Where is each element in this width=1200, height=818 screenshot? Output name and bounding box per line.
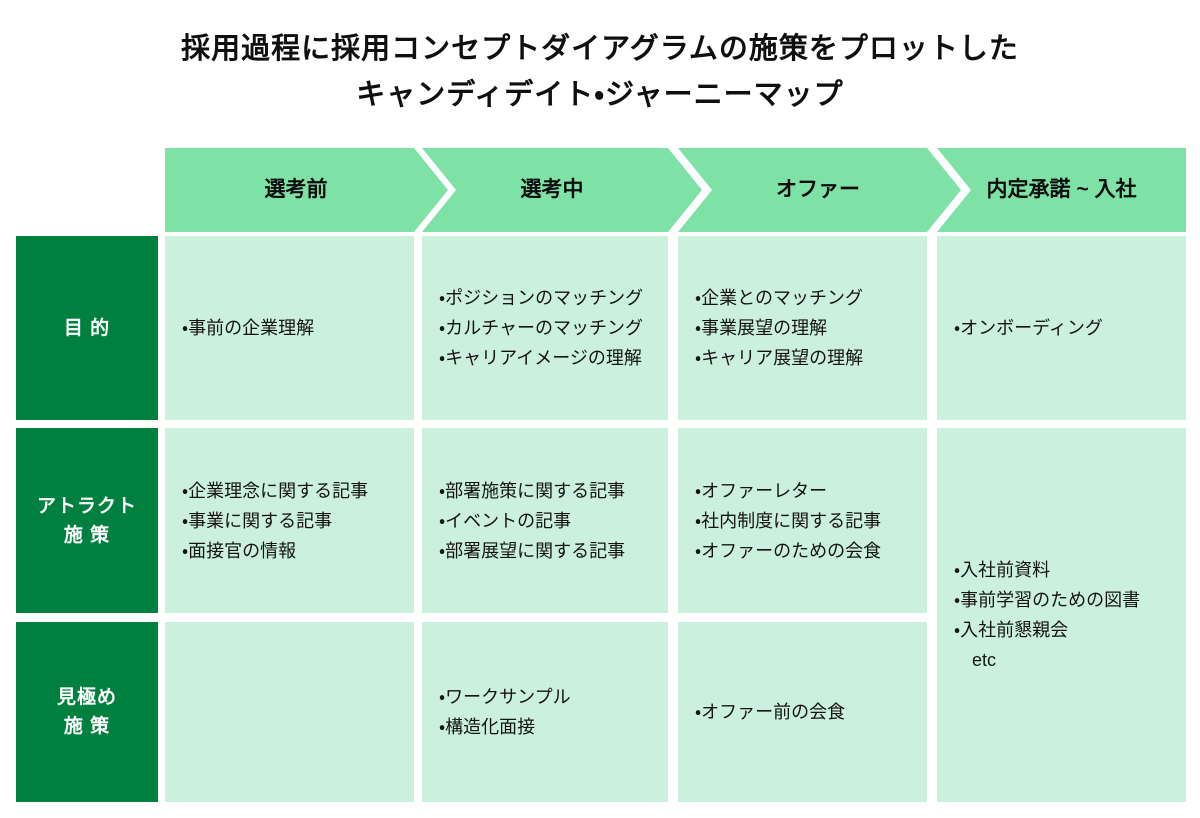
bullet-item: ・入社前懇親会 (954, 620, 1069, 640)
cell-assess-screening: ・ワークサンプル ・構造化面接 (422, 622, 668, 802)
bullet-item: ・オファー前の会食 (695, 702, 846, 722)
row-header-purpose-label: 目 的 (63, 317, 111, 339)
cell-joining-merged: ・入社前資料 ・事前学習のための図書 ・入社前懇親会 etc (937, 428, 1186, 802)
bullet-item: ・カルチャーのマッチング (439, 318, 643, 338)
cell-attract-pre-screening: ・企業理念に関する記事 ・事業に関する記事 ・面接官の情報 (165, 428, 414, 613)
bullet-item: ・企業とのマッチング (695, 288, 863, 308)
bullet-item: ・ワークサンプル (439, 687, 571, 707)
stage-arrows (165, 148, 1186, 232)
bullet-item: ・イベントの記事 (439, 510, 572, 531)
row-header-purpose: 目 的 (16, 236, 158, 420)
bullet-item: ・構造化面接 (439, 717, 536, 737)
bullet-item: ・事業に関する記事 (182, 510, 333, 531)
bullet-item: ・社内制度に関する記事 (695, 510, 882, 531)
row-header-assess-line1: 見極め (56, 687, 117, 708)
stage-label-acceptance-to-joining: 内定承諾 ~ 入社 (986, 178, 1137, 201)
stage-arrow-2 (422, 148, 702, 232)
bullet-item: ・事業展望の理解 (695, 318, 828, 338)
stage-label-offer: オファー (776, 178, 860, 201)
cell-attract-offer: ・オファーレター ・社内制度に関する記事 ・オファーのための会食 (678, 428, 927, 613)
bullet-item: ・オファーのための会食 (695, 540, 882, 561)
bullet-item: ・事前の企業理解 (182, 318, 315, 338)
cell-purpose-offer: ・企業とのマッチング ・事業展望の理解 ・キャリア展望の理解 (678, 236, 927, 420)
stage-arrow-3 (678, 148, 961, 232)
bullet-item: ・入社前資料 (954, 560, 1051, 580)
bullet-item: etc (954, 650, 997, 670)
bullet-item: ・ポジションのマッチング (439, 288, 644, 308)
bullet-item: ・キャリアイメージの理解 (439, 348, 642, 368)
cell-attract-screening: ・部署施策に関する記事 ・イベントの記事 ・部署展望に関する記事 (422, 428, 668, 613)
row-header-assess-measures: 見極め 施 策 (16, 622, 158, 802)
stage-label-screening: 選考中 (520, 178, 584, 201)
cell-purpose-joining: ・オンボーディング (937, 236, 1186, 420)
cell-purpose-screening: ・ポジションのマッチング ・カルチャーのマッチング ・キャリアイメージの理解 (422, 236, 668, 420)
page-title-line2: キャンディデイト・ジャーニーマップ (356, 79, 844, 111)
row-header-attract-measures: アトラクト 施 策 (16, 428, 158, 613)
row-header-attract-line1: アトラクト (36, 495, 137, 517)
stage-label-pre-screening: 選考前 (264, 178, 328, 201)
cell-assess-offer: ・オファー前の会食 (678, 622, 927, 802)
row-header-attract-line2: 施 策 (63, 524, 111, 546)
cell-purpose-pre-screening: ・事前の企業理解 (165, 236, 414, 420)
stage-arrow-4 (937, 148, 1186, 232)
bullet-item: ・事前学習のための図書 (954, 590, 1141, 610)
page-title: 採用過程に採用コンセプトダイアグラムの施策をプロットした キャンディデイト・ジャ… (0, 26, 1200, 118)
bullet-item: ・部署施策に関する記事 (439, 480, 626, 501)
bullet-item: ・面接官の情報 (182, 540, 297, 561)
stage-header-band: 選考前 選考中 オファー 内定承諾 ~ 入社 (165, 148, 1200, 232)
bullet-item: ・企業理念に関する記事 (182, 480, 369, 501)
page-title-line1: 採用過程に採用コンセプトダイアグラムの施策をプロットした (181, 33, 1019, 65)
cell-assess-pre-screening-empty (165, 622, 414, 802)
bullet-item: ・オファーレター (695, 480, 828, 501)
bullet-item: ・部署展望に関する記事 (439, 540, 626, 561)
bullet-item: ・キャリア展望の理解 (695, 348, 864, 368)
stage-arrow-1 (165, 148, 448, 232)
bullet-item: ・オンボーディング (954, 318, 1103, 338)
row-header-assess-line2: 施 策 (63, 716, 111, 737)
